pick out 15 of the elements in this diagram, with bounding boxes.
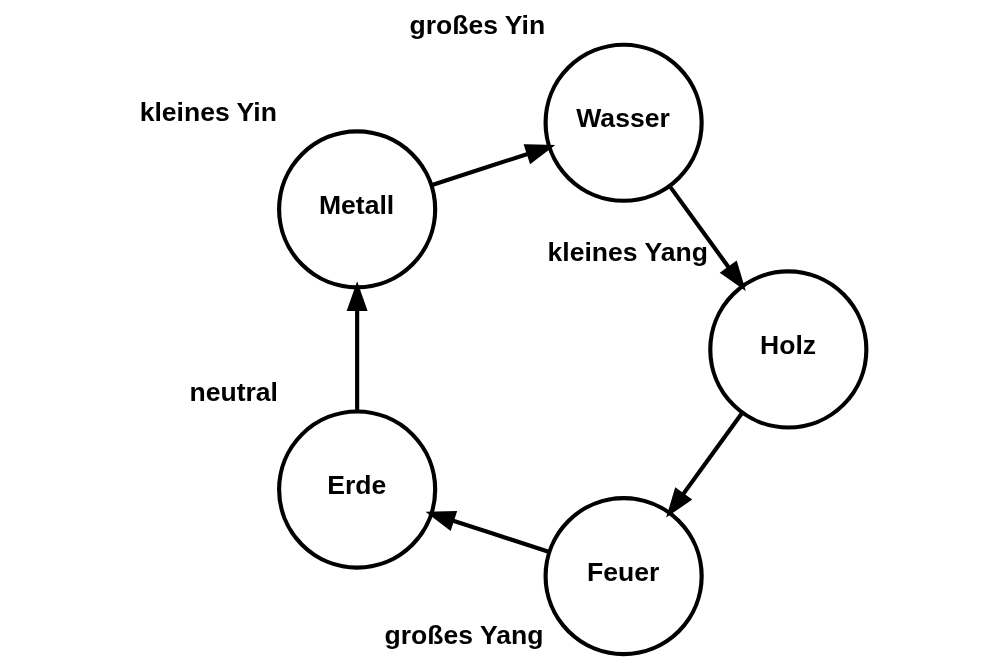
arrow: [346, 281, 368, 412]
node-label: großes Yang: [384, 619, 544, 650]
arrow: [667, 184, 746, 291]
node-circle: Erde: [277, 409, 438, 570]
node-circle: Wasser: [543, 42, 704, 203]
node-label: neutral: [189, 377, 278, 408]
arrow: [666, 411, 745, 518]
node-label: kleines Yang: [547, 237, 708, 268]
arrow: [430, 144, 556, 188]
node-circle: Feuer: [543, 496, 704, 657]
node-label: kleines Yin: [139, 97, 277, 128]
node-circle: Holz: [708, 269, 869, 430]
arrow: [425, 511, 551, 554]
node-label: großes Yin: [409, 10, 546, 41]
node-circle: Metall: [277, 129, 438, 290]
